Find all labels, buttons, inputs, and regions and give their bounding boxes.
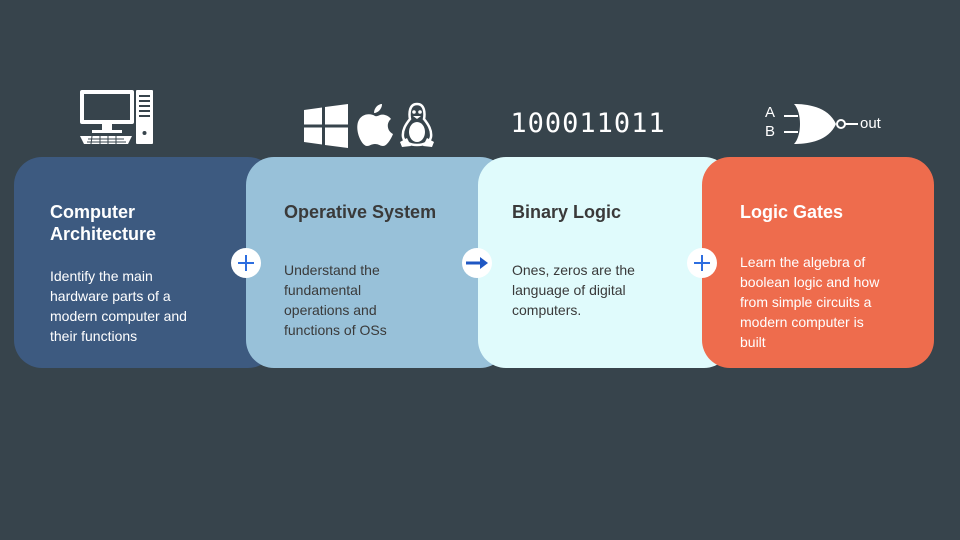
gate-output-label: out: [860, 115, 881, 132]
step-description: Identify the main hardware parts of a mo…: [50, 268, 187, 344]
gate-input-b-label: B: [765, 123, 776, 140]
plus-icon: [687, 248, 717, 278]
windows-icon: [303, 104, 349, 153]
nand-gate-icon: [776, 100, 866, 153]
apple-icon: [356, 102, 394, 153]
step-title: Logic Gates: [740, 202, 844, 222]
step-card-binary-logic: Binary Logic Ones, zeros are the languag…: [478, 157, 732, 368]
binary-number: 100011011: [510, 108, 666, 139]
step-title: Operative System: [284, 202, 437, 222]
step-description: Understand the fundamental operations an…: [284, 262, 387, 338]
gate-input-a-label: A: [765, 104, 776, 121]
desktop-computer-icon: [78, 88, 156, 153]
step-card-operative-system: Operative System Understand the fundamen…: [246, 157, 508, 368]
step-card-logic-gates: Logic Gates Learn the algebra of boolean…: [702, 157, 934, 368]
linux-icon: [398, 102, 436, 153]
arrow-right-icon: [462, 248, 492, 278]
step-title: Binary Logic: [512, 202, 622, 222]
plus-icon: [231, 248, 261, 278]
step-description: Ones, zeros are the language of digital …: [512, 262, 635, 318]
step-title: Computer Architecture: [50, 202, 157, 244]
step-description: Learn the algebra of boolean logic and h…: [740, 254, 880, 350]
